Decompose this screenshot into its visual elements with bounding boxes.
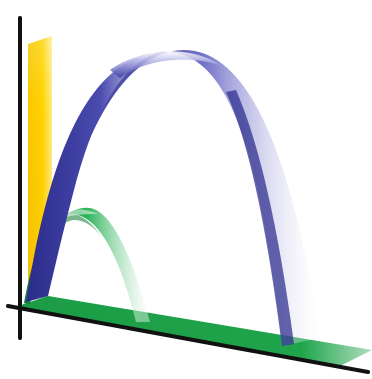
large-blue-arc: [26, 50, 320, 346]
green-ground-band: [18, 296, 372, 366]
axes: [6, 16, 370, 374]
horizontal-axis: [6, 304, 370, 374]
